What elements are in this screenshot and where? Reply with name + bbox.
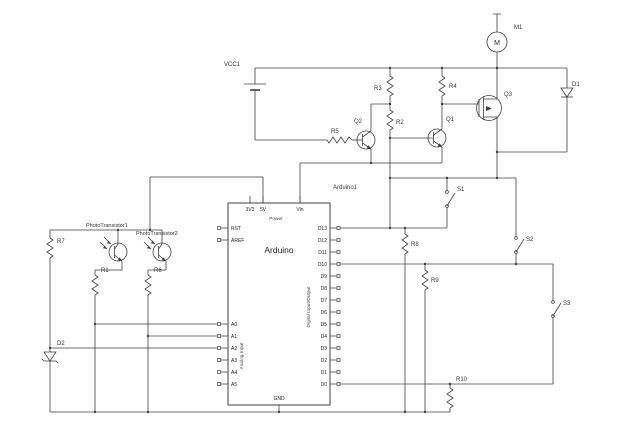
pin-label-a1: A1 <box>231 334 237 340</box>
switch-s3-label: S3 <box>563 301 571 307</box>
resistor-r7-label: R7 <box>57 239 65 245</box>
wires <box>49 13 568 413</box>
pin-label-d3: D3 <box>321 346 328 352</box>
pin-label-5v: 5V <box>260 207 267 213</box>
resistor-r6-symbol[interactable] <box>144 274 152 296</box>
arduino-left-pins[interactable] <box>217 226 229 386</box>
resistor-r2-label: R2 <box>396 120 404 126</box>
resistor-r1-symbol[interactable] <box>91 274 99 296</box>
pin-label-a4: A4 <box>231 370 237 376</box>
phototransistor-1-symbol[interactable] <box>99 236 128 262</box>
switch-s1-symbol[interactable] <box>445 190 456 208</box>
section-label-power: Power <box>269 216 283 222</box>
pin-label-d9: D9 <box>321 274 328 280</box>
switch-s3-symbol[interactable] <box>551 300 562 318</box>
pin-label-d1: D1 <box>321 370 328 376</box>
arduino-ref-label: Arduino1 <box>333 185 358 191</box>
pin-label-d4: D4 <box>321 334 328 340</box>
transistor-q1-label: Q1 <box>446 117 455 123</box>
arduino-title: Arduino <box>264 245 294 255</box>
resistor-r1-label: R1 <box>101 268 109 274</box>
pin-label-d5: D5 <box>321 322 328 328</box>
resistor-r3-label: R3 <box>374 86 382 92</box>
section-label-analog: Analog Input <box>239 342 245 370</box>
diode-d1-label: D1 <box>572 82 580 88</box>
pin-label-a2: A2 <box>231 346 237 352</box>
resistor-r7-symbol[interactable] <box>46 230 54 259</box>
pin-label-d0: D0 <box>321 382 328 388</box>
resistor-r10-label: R10 <box>456 377 468 383</box>
pin-label-d6: D6 <box>321 310 328 316</box>
resistor-r9-label: R9 <box>431 278 439 284</box>
pin-label-gnd: GND <box>273 396 285 402</box>
motor-glyph: M <box>494 40 500 47</box>
pin-label-d12: D12 <box>318 238 327 244</box>
motor-label: M1 <box>514 25 523 31</box>
arduino-board[interactable]: 3V3 5V Vin Power RST AREF A0 A1 A2 A3 A4… <box>217 196 341 406</box>
pin-label-a5: A5 <box>231 382 237 388</box>
pin-label-d11: D11 <box>318 250 327 256</box>
pin-label-a0: A0 <box>231 322 237 328</box>
switch-s2-symbol[interactable] <box>514 236 525 254</box>
pin-label-d13: D13 <box>318 226 327 232</box>
resistor-r10-symbol[interactable] <box>446 387 454 409</box>
pin-label-d10: D10 <box>318 262 327 268</box>
resistor-r5-symbol[interactable] <box>326 136 353 144</box>
diode-d2-label: D2 <box>57 341 65 347</box>
resistor-r3-symbol[interactable] <box>386 68 394 104</box>
pin-label-3v3: 3V3 <box>246 207 255 213</box>
pin-label-d8: D8 <box>321 286 328 292</box>
resistor-r4-label: R4 <box>449 84 457 90</box>
transistor-q2-label: Q2 <box>354 119 363 125</box>
transistor-q1-symbol[interactable] <box>427 128 447 148</box>
battery-label: VCC1 <box>224 62 241 68</box>
resistor-r9-symbol[interactable] <box>421 269 429 291</box>
resistor-r6-label: R6 <box>154 268 162 274</box>
transistor-q2-symbol[interactable] <box>356 130 376 150</box>
arduino-digital-pins[interactable] <box>330 226 341 386</box>
switch-s2-label: S2 <box>526 237 534 243</box>
battery-symbol[interactable] <box>244 68 266 91</box>
mosfet-q3-label: Q3 <box>504 92 513 98</box>
motor-symbol[interactable]: M <box>486 31 508 53</box>
pin-label-d7: D7 <box>321 298 328 304</box>
mosfet-q3-symbol[interactable] <box>476 95 502 121</box>
diode-d1-symbol[interactable] <box>560 87 574 98</box>
arduino-power-pins[interactable] <box>249 196 301 203</box>
resistor-r8-symbol[interactable] <box>401 233 409 255</box>
resistor-r4-symbol[interactable] <box>438 68 446 104</box>
phototransistor-2-label: PhotoTransistor2 <box>136 231 178 237</box>
pin-label-rst: RST <box>231 226 241 232</box>
pin-label-vin: Vin <box>296 207 303 213</box>
section-label-digital: Digital Input/Output <box>306 286 312 328</box>
pin-label-a3: A3 <box>231 358 237 364</box>
phototransistor-2-symbol[interactable] <box>143 236 172 262</box>
pin-label-aref: AREF <box>231 238 244 244</box>
pin-label-d2: D2 <box>321 358 328 364</box>
resistor-r2-symbol[interactable] <box>386 104 394 138</box>
phototransistor-1-label: PhotoTransistor1 <box>86 223 128 229</box>
switch-s1-label: S1 <box>457 187 465 193</box>
diode-d2-symbol[interactable] <box>41 351 59 364</box>
resistor-r8-label: R8 <box>411 242 419 248</box>
junction-dots <box>48 66 518 414</box>
resistor-r5-label: R5 <box>331 129 339 135</box>
